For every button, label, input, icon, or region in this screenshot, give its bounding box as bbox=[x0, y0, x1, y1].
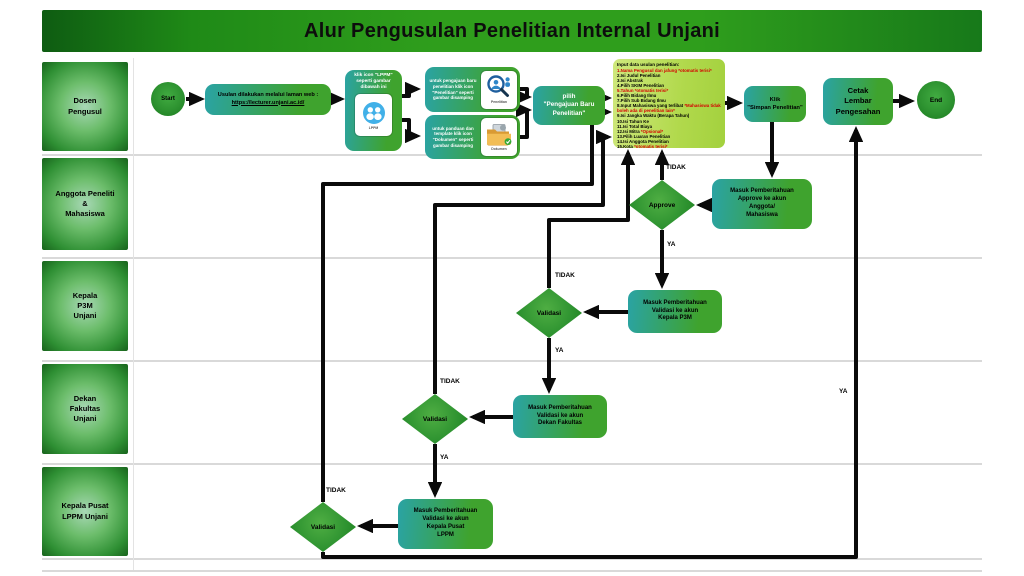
input-data-title: Input data usulan penelitian: bbox=[617, 62, 680, 67]
usulan-node: Usulan dilakukan melalui laman web : htt… bbox=[205, 84, 331, 115]
usulan-text: Usulan dilakukan melalui laman web : bbox=[217, 92, 319, 99]
lane-label-divider bbox=[133, 58, 134, 570]
approve-yes-label: YA bbox=[667, 241, 676, 248]
lane-separator bbox=[42, 257, 982, 259]
input-list: 1.Nama Pengusul dan jafung *otomatis ter… bbox=[617, 68, 721, 150]
arrow-validasi-lppm-ya bbox=[321, 126, 864, 559]
notif-approve-node: Masuk Pemberitahuan Approve ke akun Angg… bbox=[712, 179, 812, 229]
input-item-9: 9.Isi Jangka Waktu (Berapa Tahun) bbox=[617, 113, 690, 119]
lppm-icon: LPPM bbox=[355, 93, 392, 136]
approve-no-label: TIDAK bbox=[666, 164, 686, 171]
input-item-6: 6.Pilih Bidang Ilmu bbox=[617, 93, 657, 99]
penelitian-icon: Penelitian bbox=[481, 70, 517, 109]
arrow-penelitian-pilih bbox=[516, 87, 532, 105]
lecturer-unjani-link[interactable]: https://lecturer.unjani.ac.id/ bbox=[231, 99, 305, 106]
dokumen-icon-graphic bbox=[487, 123, 512, 146]
arrow-lppm-penelitian bbox=[402, 81, 421, 98]
penelitian-node: untuk pengajuan baru penelitian klik ico… bbox=[425, 67, 520, 112]
p3m-yes-label: YA bbox=[555, 347, 564, 354]
lane-kepala-p3m: Kepala P3M Unjani bbox=[42, 261, 128, 351]
input-item-1: 1.Nama Pengusul dan jafung *otomatis ter… bbox=[617, 67, 712, 73]
lane-kepala-lppm: Kepala Pusat LPPM Unjani bbox=[42, 467, 128, 556]
simpan-node: Klik "Simpan Penelitian" bbox=[744, 86, 806, 122]
lppm-text: klik icon "LPPM" seperti gambar dibawah … bbox=[354, 73, 393, 90]
lppm-no-label: TIDAK bbox=[326, 487, 346, 494]
dokumen-node: untuk panduan dan template klik icon "Do… bbox=[425, 115, 520, 159]
penelitian-text: untuk pengajuan baru penelitian klik ico… bbox=[429, 78, 477, 101]
input-item-15: 15.Kota *otomatis terisi* bbox=[617, 144, 668, 150]
dekan-no-label: TIDAK bbox=[440, 378, 460, 385]
lppm-icon-graphic bbox=[362, 101, 385, 124]
penelitian-icon-graphic bbox=[487, 75, 510, 98]
dokumen-text: untuk panduan dan template klik icon "Do… bbox=[432, 125, 474, 148]
lane-separator bbox=[42, 570, 982, 572]
input-item-7: 7.Pilih Sub Bidang Ilmu bbox=[617, 98, 666, 104]
input-item-12: 12.Isi Mitra *Opsional* bbox=[617, 128, 664, 134]
start-node: Start bbox=[151, 82, 185, 116]
arrow-lppm-dokumen bbox=[402, 118, 421, 144]
p3m-no-label: TIDAK bbox=[555, 272, 575, 279]
cetak-node: Cetak Lembar Pengesahan bbox=[823, 78, 893, 125]
lane-separator bbox=[42, 463, 982, 465]
input-item-14: 14.Isi Anggota Penelitian bbox=[617, 139, 669, 145]
arrow-validasi-dekan-tidak bbox=[433, 129, 612, 394]
notif-dekan-node: Masuk Pemberitahuan Validasi ke akun Dek… bbox=[513, 395, 607, 438]
lane-separator bbox=[42, 360, 982, 362]
input-item-10: 10.Isi Tahun Ke bbox=[617, 118, 649, 124]
title-banner: Alur Pengusulan Penelitian Internal Unja… bbox=[42, 10, 982, 52]
dokumen-icon-caption: Dokumen bbox=[491, 146, 507, 151]
input-item-8: 8.Input Mahasiswa yang terlibat *Mahasis… bbox=[617, 103, 721, 114]
lane-dekan-fakultas: Dekan Fakultas Unjani bbox=[42, 364, 128, 454]
dekan-yes-label: YA bbox=[440, 454, 449, 461]
input-item-4: 4.Pilih SKIM Penelitian bbox=[617, 82, 665, 88]
input-item-11: 11.Isi Total Biaya bbox=[617, 123, 653, 129]
input-data-node: Input data usulan penelitian: 1.Nama Pen… bbox=[613, 59, 725, 150]
lane-dosen-pengusul: Dosen Pengusul bbox=[42, 62, 128, 151]
penelitian-icon-caption: Penelitian bbox=[490, 100, 508, 105]
end-node: End bbox=[917, 81, 955, 119]
input-item-2: 2.Isi Judul Penelitian bbox=[617, 72, 661, 78]
notif-lppm-node: Masuk Pemberitahuan Validasi ke akun Kep… bbox=[398, 499, 493, 549]
pilih-pengajuan-node: pilih "Pengajuan Baru Penelitian" bbox=[533, 86, 605, 125]
lane-anggota-mahasiswa: Anggota Peneliti & Mahasiswa bbox=[42, 158, 128, 250]
lppm-icon-caption: LPPM bbox=[368, 125, 379, 130]
arrow-dokumen-pilih bbox=[516, 102, 532, 139]
page-title: Alur Pengusulan Penelitian Internal Unja… bbox=[304, 19, 720, 42]
lppm-yes-label: YA bbox=[839, 388, 848, 395]
arrow-validasi-p3m-tidak bbox=[547, 149, 636, 288]
notif-p3m-node: Masuk Pemberitahuan Validasi ke akun Kep… bbox=[628, 290, 722, 333]
input-item-13: 13.Pilih Luaran Penelitian bbox=[617, 133, 671, 139]
input-item-5: 5.Tahun *otomatis terisi* bbox=[617, 87, 669, 93]
input-item-3: 3.Isi Abstrak bbox=[617, 77, 643, 83]
lppm-node: klik icon "LPPM" seperti gambar dibawah … bbox=[345, 70, 402, 151]
dokumen-icon: Dokumen bbox=[481, 118, 517, 156]
